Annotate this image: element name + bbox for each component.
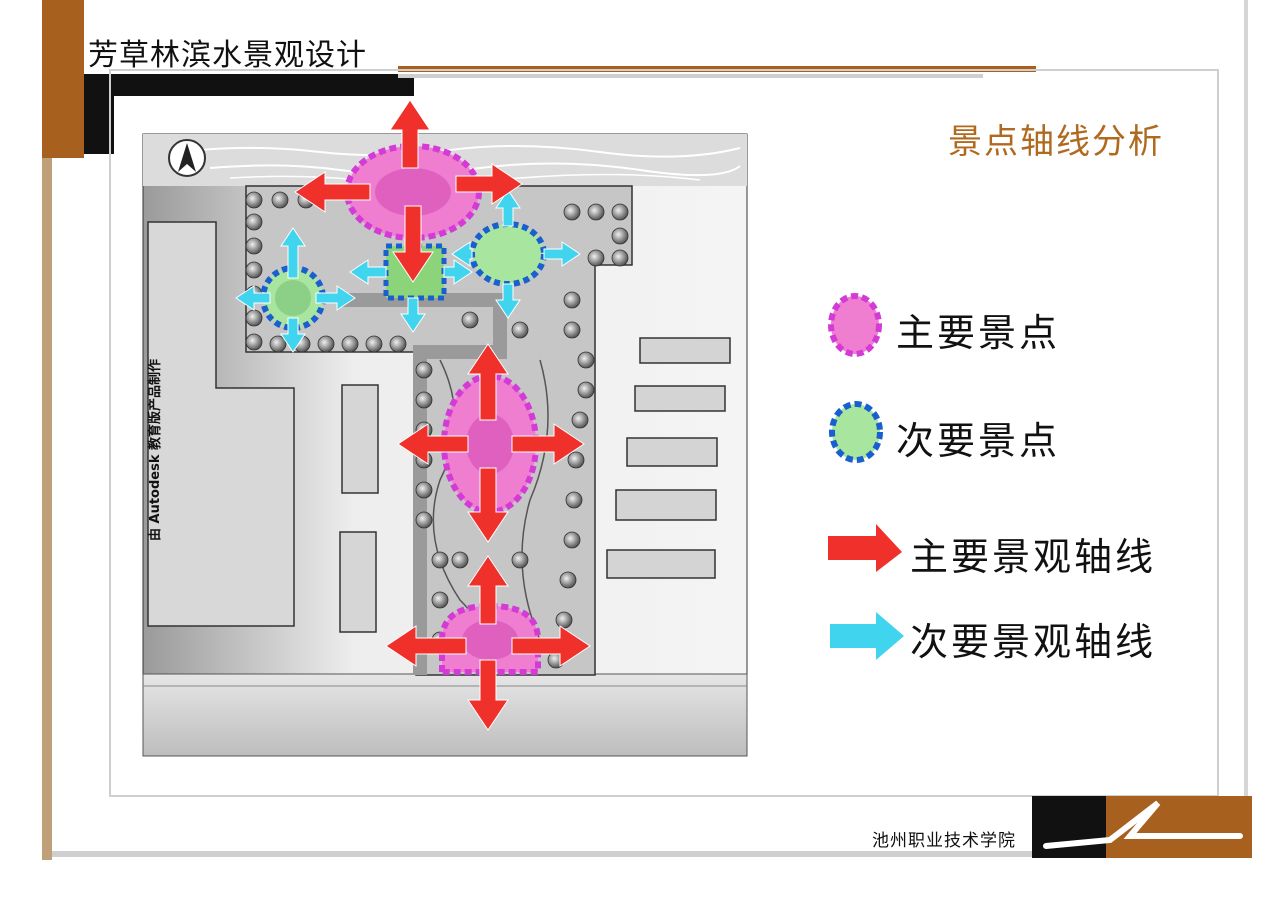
building [634, 385, 726, 412]
building [626, 437, 718, 467]
primary-axis-arrows [294, 99, 591, 731]
top-grey-line [398, 74, 983, 78]
building [339, 531, 377, 633]
north-arrow-icon-needle [178, 143, 196, 172]
road [142, 673, 748, 757]
left-brown-bar [42, 0, 84, 158]
building [639, 337, 731, 364]
legend-secondary-spot-icon [829, 401, 883, 463]
legend-label-secondary-axis: 次要景观轴线 [910, 620, 1157, 664]
left-tan-strip [42, 158, 52, 860]
building [615, 489, 717, 521]
primary-spot [439, 602, 541, 675]
legend-primary-spot-icon [828, 293, 882, 357]
page-title: 芳草林滨水景观设计 [88, 38, 367, 73]
legend-label-secondary-spot: 次要景点 [896, 419, 1061, 463]
building [341, 384, 379, 494]
legend-label-primary-spot: 主要景点 [896, 311, 1061, 355]
section-title: 景点轴线分析 [948, 122, 1164, 162]
water-ripple [199, 144, 741, 158]
building [606, 549, 716, 579]
right-grey-line [1244, 0, 1248, 800]
bottom-grey-line [52, 851, 1250, 857]
logo-white-stroke [1043, 800, 1243, 849]
legend-secondary-axis-icon [830, 612, 904, 660]
secondary-axis-arrows [235, 189, 581, 353]
inner-frame [109, 69, 1219, 797]
park-path-curve [521, 359, 549, 641]
building-large [147, 221, 295, 627]
water-ripple [209, 162, 741, 177]
legend-label-primary-axis: 主要景观轴线 [910, 535, 1157, 579]
legend-primary-axis-icon [828, 524, 902, 572]
black-bar-horizontal [84, 74, 414, 96]
school-name: 池州职业技术学院 [872, 831, 1016, 851]
